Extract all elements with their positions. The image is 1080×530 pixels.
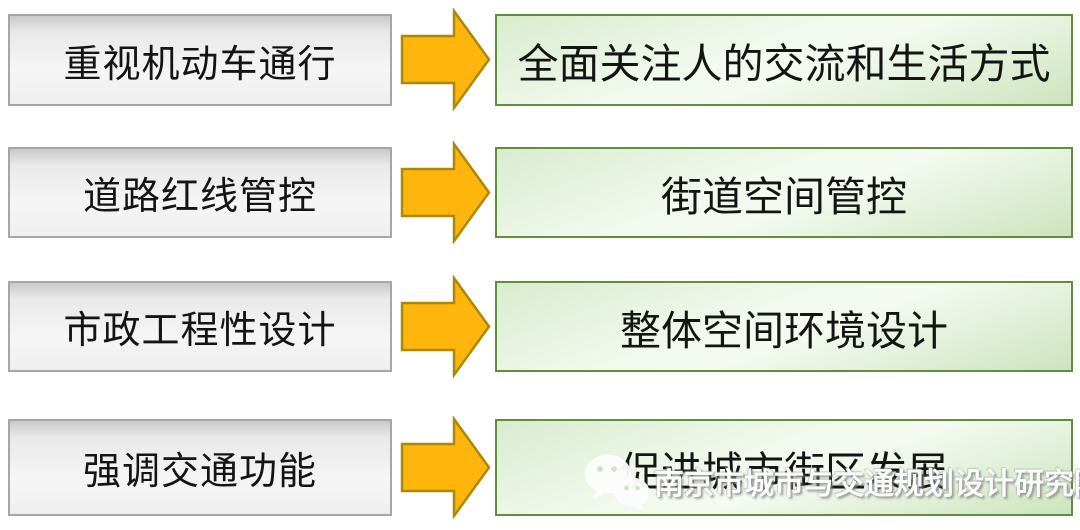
from-box-2: 道路红线管控 <box>8 147 392 238</box>
right-arrow-icon <box>400 141 492 244</box>
diagram-row-4: 强调交通功能 促进城市街区发展 <box>0 416 1080 519</box>
diagram-row-3: 市政工程性设计 整体空间环境设计 <box>0 275 1080 378</box>
from-box-3: 市政工程性设计 <box>8 281 392 372</box>
from-label-4: 强调交通功能 <box>82 451 317 493</box>
to-box-1: 全面关注人的交流和生活方式 <box>495 14 1073 106</box>
from-label-2: 道路红线管控 <box>82 176 317 218</box>
to-box-4: 促进城市街区发展 <box>495 419 1073 516</box>
to-label-2: 街道空间管控 <box>661 173 907 220</box>
from-label-3: 市政工程性设计 <box>63 310 337 352</box>
to-label-1: 全面关注人的交流和生活方式 <box>517 41 1051 87</box>
to-label-3: 整体空间环境设计 <box>620 307 948 354</box>
right-arrow-icon <box>400 275 492 378</box>
from-box-4: 强调交通功能 <box>8 419 392 516</box>
right-arrow-icon <box>400 8 492 111</box>
to-label-4: 促进城市街区发展 <box>620 448 948 495</box>
from-label-1: 重视机动车通行 <box>63 43 337 86</box>
from-box-1: 重视机动车通行 <box>8 14 392 106</box>
to-box-2: 街道空间管控 <box>495 147 1073 238</box>
diagram-row-2: 道路红线管控 街道空间管控 <box>0 141 1080 244</box>
to-box-3: 整体空间环境设计 <box>495 281 1073 372</box>
diagram-row-1: 重视机动车通行 全面关注人的交流和生活方式 <box>0 8 1080 111</box>
right-arrow-icon <box>400 416 492 519</box>
